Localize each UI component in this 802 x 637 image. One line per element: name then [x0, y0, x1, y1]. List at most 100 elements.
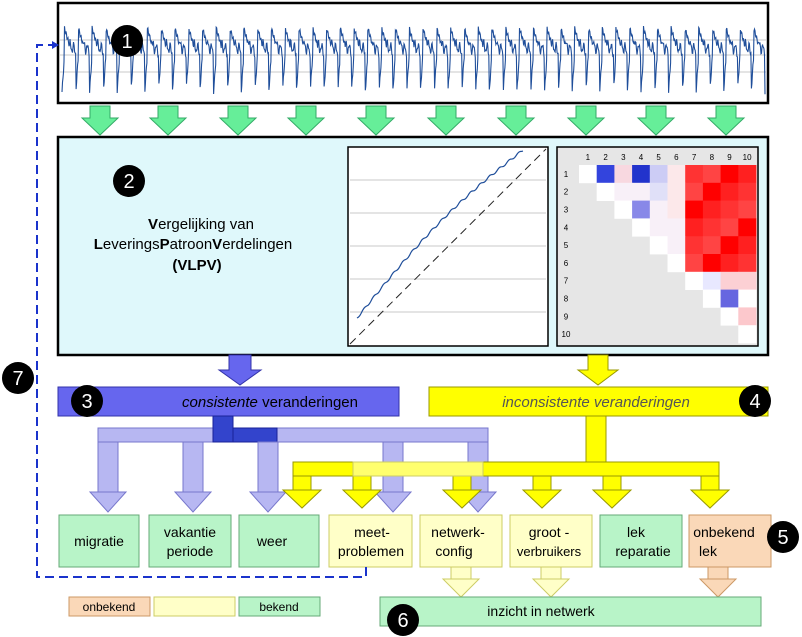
- cause-box-grootverbruikers: [509, 514, 593, 568]
- green-arrow-4: [286, 105, 326, 136]
- heatmap-cell: [720, 200, 739, 219]
- cause-label-reparatie: reparatie: [615, 543, 670, 559]
- heatmap-cell: [702, 271, 721, 290]
- heatmap-row-label: 1: [564, 170, 569, 179]
- cause-label-migratie: migratie: [74, 533, 124, 549]
- inconsistent-changes-bar: [428, 386, 769, 417]
- feedback-loop-line: [36, 44, 367, 578]
- heatmap-cell: [738, 236, 757, 255]
- cause-label-lek: lek: [627, 524, 646, 540]
- cause-box-migratie: [58, 514, 140, 568]
- heatmap-col-label: 10: [743, 153, 752, 162]
- legend-unknown: [68, 596, 151, 617]
- vlpv-title-line-2: LeveringsPatroonVerdelingen: [94, 236, 293, 253]
- heatmap-cell: [685, 236, 704, 255]
- heatmap-col-label: 4: [639, 153, 644, 162]
- heatmap-row-label: 2: [564, 188, 569, 197]
- insight-box: [379, 596, 762, 627]
- legend-known: [238, 596, 321, 617]
- heatmap-cell: [720, 218, 739, 237]
- heatmap-cell: [720, 307, 739, 326]
- heatmap-cell: [685, 165, 704, 184]
- heatmap-cell: [685, 182, 704, 201]
- qq-reference-line: [349, 148, 547, 345]
- heatmap-cell: [579, 165, 598, 184]
- heatmap-row-label: 10: [562, 330, 571, 339]
- cause-box-meetproblemen: [328, 514, 413, 568]
- heatmap-cell: [632, 200, 651, 219]
- heatmap-cell: [649, 218, 668, 237]
- heatmap-cell: [720, 254, 739, 273]
- heatmap-col-label: 8: [710, 153, 715, 162]
- heatmap-cell: [685, 271, 704, 290]
- badge-2-label: 2: [123, 171, 134, 193]
- legend-known-label: bekend: [259, 600, 298, 614]
- heatmap-cell: [649, 200, 668, 219]
- heatmap-cell: [685, 200, 704, 219]
- green-arrow-2: [148, 105, 188, 136]
- heatmap-cell: [738, 325, 757, 344]
- badge-4-label: 4: [749, 391, 760, 413]
- heatmap-cell: [667, 254, 686, 273]
- heatmap-col-label: 7: [692, 153, 697, 162]
- timeseries-panel: [56, 1, 770, 105]
- heatmap-cells: [579, 165, 757, 344]
- heatmap-col-label: 2: [603, 153, 608, 162]
- cause-label-problemen: problemen: [338, 543, 404, 559]
- heatmap-cell: [632, 218, 651, 237]
- cause-label-onbekend: onbekend: [693, 524, 755, 540]
- badge-1-label: 1: [121, 31, 132, 53]
- heatmap-row-label: 9: [564, 312, 569, 321]
- heatmap-cell: [738, 271, 757, 290]
- badge-3: [71, 385, 103, 417]
- yellow-overlay-arrows: [352, 461, 484, 477]
- cause-label-periode: periode: [167, 543, 214, 559]
- green-arrow-8: [566, 105, 606, 136]
- legend-uncertain: [153, 596, 236, 617]
- badge-7-label: 7: [12, 368, 23, 390]
- arrow-to-inconsistent: [576, 354, 620, 386]
- badge-7: [2, 362, 34, 394]
- heatmap-col-label: 3: [621, 153, 626, 162]
- heatmap-cell: [685, 254, 704, 273]
- heatmap-row-label: 5: [564, 241, 569, 250]
- insight-arrows: [441, 566, 738, 598]
- heatmap-cell: [738, 182, 757, 201]
- heatmap-cell: [702, 236, 721, 255]
- heatmap-cell: [720, 165, 739, 184]
- heatmap-cell: [667, 218, 686, 237]
- heatmap-cell: [649, 236, 668, 255]
- cause-label-netwerk: netwerk-: [431, 524, 485, 540]
- cause-label-onbekend-lek: lek: [699, 543, 718, 559]
- heatmap-cell: [720, 236, 739, 255]
- heatmap-col-label: 5: [656, 153, 661, 162]
- heatmap-cell: [632, 165, 651, 184]
- green-arrows: [80, 105, 746, 136]
- heatmap-row-label: 8: [564, 295, 569, 304]
- heatmap-cell: [738, 254, 757, 273]
- heatmap-col-label: 6: [674, 153, 679, 162]
- cause-label-vakantie: vakantie: [164, 524, 216, 540]
- heatmap-cell: [685, 218, 704, 237]
- cause-label-groot: groot -: [529, 524, 570, 540]
- timeseries-line: [61, 25, 766, 95]
- legend-unknown-label: onbekend: [83, 600, 136, 614]
- qq-curve: [356, 150, 524, 319]
- legend: onbekend bekend: [68, 596, 321, 617]
- heatmap-cell: [649, 165, 668, 184]
- heatmap-cell: [702, 200, 721, 219]
- badge-4: [739, 385, 771, 417]
- heatmap-cell: [702, 182, 721, 201]
- cause-box-onbekend-lek: [688, 514, 772, 568]
- heatmap-cell: [649, 182, 668, 201]
- green-arrow-10: [706, 105, 746, 136]
- heatmap-cell: [702, 289, 721, 308]
- green-arrow-7: [496, 105, 536, 136]
- badge-1: [111, 25, 143, 57]
- heatmap-cell: [667, 182, 686, 201]
- heatmap-cell: [738, 200, 757, 219]
- badge-3-label: 3: [81, 391, 92, 413]
